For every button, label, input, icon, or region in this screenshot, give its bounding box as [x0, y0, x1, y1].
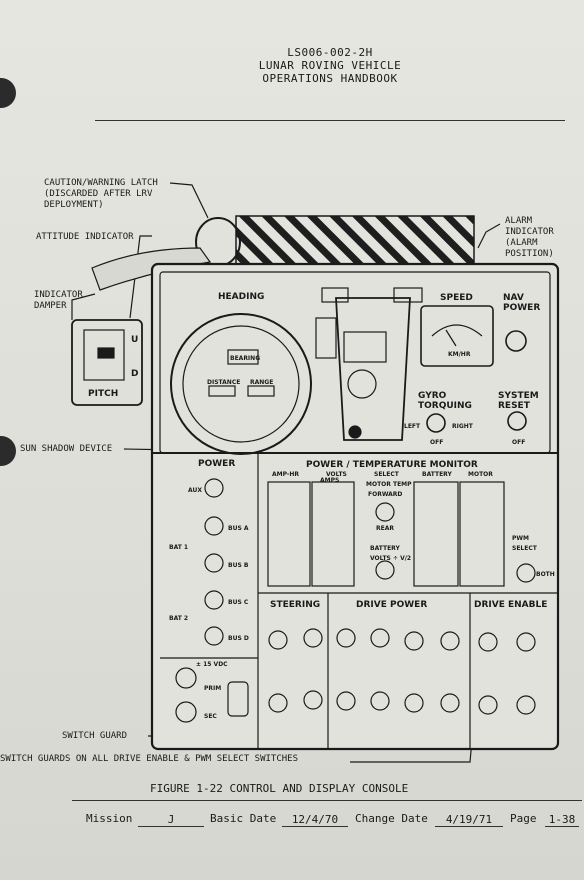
left-label: LEFT: [404, 423, 421, 430]
bus-a-label: BUS A: [228, 525, 249, 532]
page-label: Page: [510, 812, 537, 825]
footer-rule: [72, 800, 582, 801]
switch-guard-callout: SWITCH GUARD: [62, 731, 128, 741]
vdc-label: ± 15 VDC: [196, 661, 228, 668]
sun-shadow-callout: SUN SHADOW DEVICE: [20, 444, 113, 454]
right-label: RIGHT: [452, 423, 474, 430]
pitch-d-label: D: [131, 369, 138, 379]
motor-label: MOTOR: [468, 471, 493, 478]
bus-c-label: BUS C: [228, 599, 249, 606]
prim-label: PRIM: [204, 685, 221, 692]
mission-label: Mission: [86, 812, 133, 825]
switch-guards-all-callout: SWITCH GUARDS ON ALL DRIVE ENABLE & PWM …: [0, 754, 299, 764]
battery-label: BATTERY: [422, 471, 452, 478]
alarm-callout-3: (ALARM: [505, 238, 538, 248]
speed-label: SPEED: [440, 293, 473, 303]
bearing-label: BEARING: [230, 355, 260, 362]
power-label: POWER: [198, 459, 235, 469]
steering-label: STEERING: [270, 600, 320, 610]
basic-date-label: Basic Date: [210, 812, 277, 825]
pitch-u-label: U: [131, 335, 138, 345]
alarm-callout-4: POSITION): [505, 249, 554, 259]
range-label: RANGE: [250, 379, 273, 386]
rear-label: REAR: [376, 525, 394, 532]
amps-label: AMPS: [320, 477, 339, 484]
select-label: SELECT: [374, 471, 400, 478]
damper-callout-1: INDICATOR: [34, 290, 83, 300]
ptm-label: POWER / TEMPERATURE MONITOR: [306, 460, 478, 470]
alarm-flag: [235, 215, 475, 267]
change-date-label: Change Date: [355, 812, 428, 825]
sec-label: SEC: [204, 713, 217, 720]
doc-title-line1: LUNAR ROVING VEHICLE: [258, 59, 402, 72]
damper-callout-2: DAMPER: [34, 301, 67, 311]
forward-label: FORWARD: [368, 491, 402, 498]
drive-enable-label: DRIVE ENABLE: [474, 600, 547, 610]
attitude-callout: ATTITUDE INDICATOR: [36, 232, 134, 242]
latch-callout-3: DEPLOYMENT): [44, 200, 104, 210]
distance-label: DISTANCE: [207, 379, 240, 386]
volts-label: VOLTS: [326, 471, 347, 478]
bus-d-label: BUS D: [228, 635, 249, 642]
amp-hr-label: AMP-HR: [272, 471, 299, 478]
binder-hole: [0, 78, 16, 108]
drive-power-label: DRIVE POWER: [356, 600, 427, 610]
change-date-value: 4/19/71: [435, 813, 503, 827]
latch-callout-1: CAUTION/WARNING LATCH: [44, 178, 158, 188]
mission-value: J: [138, 813, 204, 827]
page-value: 1-38: [545, 813, 579, 827]
alarm-callout-2: INDICATOR: [505, 227, 554, 237]
speed-units: KM/HR: [448, 351, 471, 358]
both-label: BOTH: [536, 571, 555, 578]
bat1-label: BAT 1: [169, 544, 188, 551]
figure-caption: FIGURE 1-22 CONTROL AND DISPLAY CONSOLE: [150, 782, 409, 795]
bat2-label: BAT 2: [169, 615, 188, 622]
pitch-label: PITCH: [88, 389, 118, 399]
console-panel: [150, 262, 560, 751]
aux-label: AUX: [188, 487, 202, 494]
latch-callout-2: (DISCARDED AFTER LRV: [44, 189, 153, 199]
header-rule: [95, 120, 565, 121]
doc-title-line2: OPERATIONS HANDBOOK: [262, 72, 398, 85]
doc-id: LS006-002-2H: [287, 46, 373, 59]
basic-date-value: 12/4/70: [282, 813, 348, 827]
binder-hole: [0, 436, 16, 466]
reset-off-label: OFF: [512, 439, 525, 446]
off-label: OFF: [430, 439, 443, 446]
bus-b-label: BUS B: [228, 562, 249, 569]
heading-label: HEADING: [218, 292, 264, 302]
motor-temp-label: MOTOR TEMP: [366, 481, 412, 488]
alarm-callout-1: ALARM: [505, 216, 533, 226]
